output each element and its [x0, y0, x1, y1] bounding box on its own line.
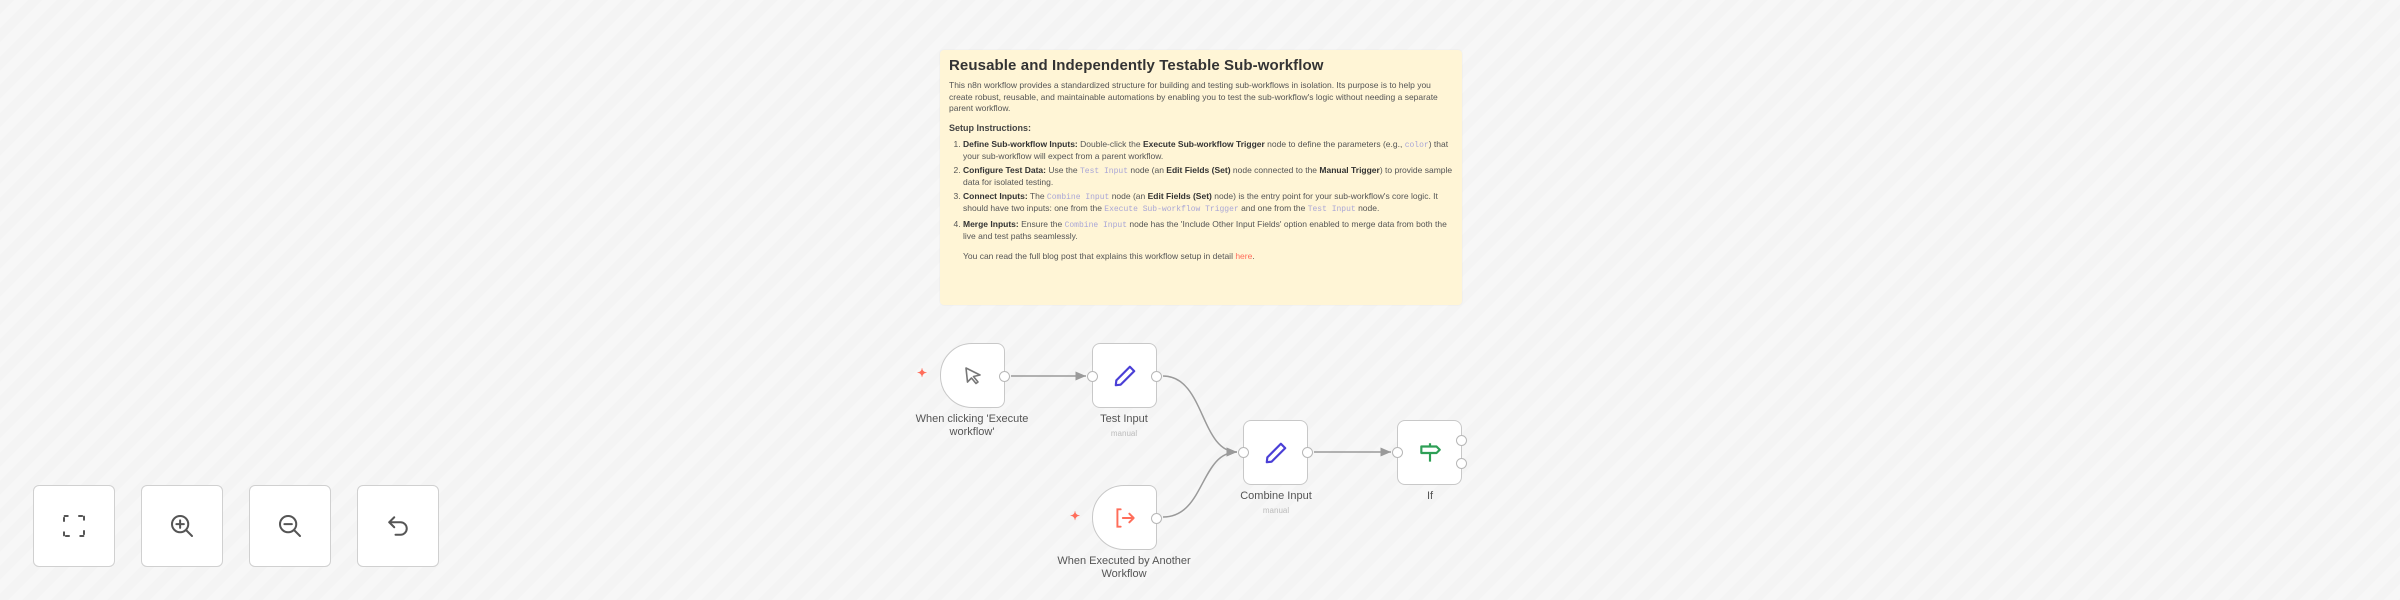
node-label: When clicking 'Execute workflow': [915, 413, 1029, 438]
step-title: Connect Inputs:: [963, 190, 1028, 201]
output-handle-false[interactable]: [1456, 458, 1467, 469]
zoom-in-button[interactable]: [141, 485, 223, 567]
step-bold: Execute Sub-workflow Trigger: [1142, 138, 1265, 149]
step-text: node (an: [1128, 164, 1167, 175]
sticky-note-intro: This n8n workflow provides a standardize…: [949, 80, 1438, 113]
node-subtitle: manual: [1262, 506, 1290, 515]
step-text: node) is the entry point for your sub-wo…: [963, 190, 1438, 214]
mouse-pointer-icon: [964, 366, 981, 384]
step-title: Merge Inputs:: [963, 218, 1019, 229]
output-handle[interactable]: [1302, 447, 1313, 458]
node-label: When Executed by Another Workflow: [1057, 555, 1191, 580]
signpost-icon: [1419, 442, 1441, 462]
edge-sub-to-combine: [1162, 447, 1238, 518]
setup-step-1: Define Sub-workflow Inputs: Double-click…: [963, 139, 1453, 162]
pencil-icon: [1265, 442, 1286, 463]
input-handle[interactable]: [1087, 371, 1098, 382]
footer-text: You can read the full blog post that exp…: [963, 250, 1236, 261]
zoom-in-icon: [171, 515, 193, 537]
zoom-to-fit-button[interactable]: [33, 485, 115, 567]
setup-step-3: Connect Inputs: The Combine Input node (…: [963, 191, 1453, 216]
sign-in-arrow-icon: [1115, 507, 1135, 528]
node-test-input[interactable]: [1087, 343, 1162, 408]
edge-test-to-combine: [1162, 375, 1238, 457]
trigger-bolt-icon: ✦: [1070, 509, 1081, 523]
step-code: Test Input: [1080, 166, 1129, 176]
trigger-bolt-icon: ✦: [917, 366, 928, 380]
step-title: Define Sub-workflow Inputs:: [963, 138, 1078, 149]
sticky-note-title: Reusable and Independently Testable Sub-…: [949, 57, 1324, 74]
input-handle[interactable]: [1392, 447, 1403, 458]
setup-steps: Define Sub-workflow Inputs: Double-click…: [949, 139, 1453, 242]
fit-view-icon: [63, 515, 85, 537]
node-label: Combine Input: [1240, 490, 1312, 502]
footer-end: .: [1252, 250, 1255, 261]
step-code: Combine Input: [1064, 220, 1127, 230]
output-handle[interactable]: [999, 371, 1010, 382]
node-execute-workflow-trigger[interactable]: [1092, 485, 1162, 550]
node-subtitle: manual: [1110, 429, 1138, 438]
node-label: Test Input: [1100, 413, 1148, 425]
step-text: The: [1027, 190, 1047, 201]
step-text: ) that your sub-workflow will expect fro…: [963, 138, 1449, 162]
step-text: node connected to the: [1230, 164, 1320, 175]
step-bold: Manual Trigger: [1319, 164, 1380, 175]
zoom-out-icon: [279, 515, 301, 537]
node-manual-trigger[interactable]: [940, 343, 1010, 408]
step-bold: Edit Fields (Set): [1166, 164, 1231, 175]
setup-heading: Setup Instructions:: [949, 122, 1032, 133]
zoom-out-button[interactable]: [249, 485, 331, 567]
step-text: node.: [1355, 203, 1380, 213]
step-title: Configure Test Data:: [963, 164, 1046, 175]
step-text: and one from the: [1238, 203, 1308, 213]
step-text: Use the: [1045, 164, 1080, 175]
reset-zoom-button[interactable]: [357, 485, 439, 567]
input-handle[interactable]: [1238, 447, 1249, 458]
output-handle[interactable]: [1151, 371, 1162, 382]
step-text: node (an: [1109, 190, 1148, 201]
blog-post-link[interactable]: here: [1235, 250, 1253, 261]
step-text: ) to provide sample data for isolated te…: [963, 164, 1453, 188]
setup-step-2: Configure Test Data: Use the Test Input …: [963, 165, 1453, 188]
step-code: Test Input: [1307, 205, 1356, 214]
setup-step-4: Merge Inputs: Ensure the Combine Input n…: [963, 219, 1453, 242]
undo-icon: [388, 516, 408, 536]
node-combine-input[interactable]: [1238, 420, 1313, 485]
step-code: color: [1404, 140, 1429, 150]
step-code: Execute Sub-workflow Trigger: [1104, 205, 1239, 214]
step-text: node to define the parameters (e.g.,: [1264, 138, 1405, 149]
pencil-icon: [1114, 365, 1135, 386]
step-text: Double-click the: [1077, 138, 1143, 149]
node-if[interactable]: [1392, 420, 1467, 485]
sticky-note-footer: You can read the full blog post that exp…: [949, 251, 1453, 261]
step-text: node has the 'Include Other Input Fields…: [963, 218, 1447, 242]
output-handle[interactable]: [1151, 513, 1162, 524]
step-code: Combine Input: [1046, 192, 1110, 202]
step-text: Ensure the: [1018, 218, 1065, 229]
node-label: If: [1426, 490, 1434, 502]
sticky-note[interactable]: Reusable and Independently Testable Sub-…: [940, 50, 1462, 305]
step-bold: Edit Fields (Set): [1147, 190, 1212, 201]
output-handle-true[interactable]: [1456, 435, 1467, 446]
